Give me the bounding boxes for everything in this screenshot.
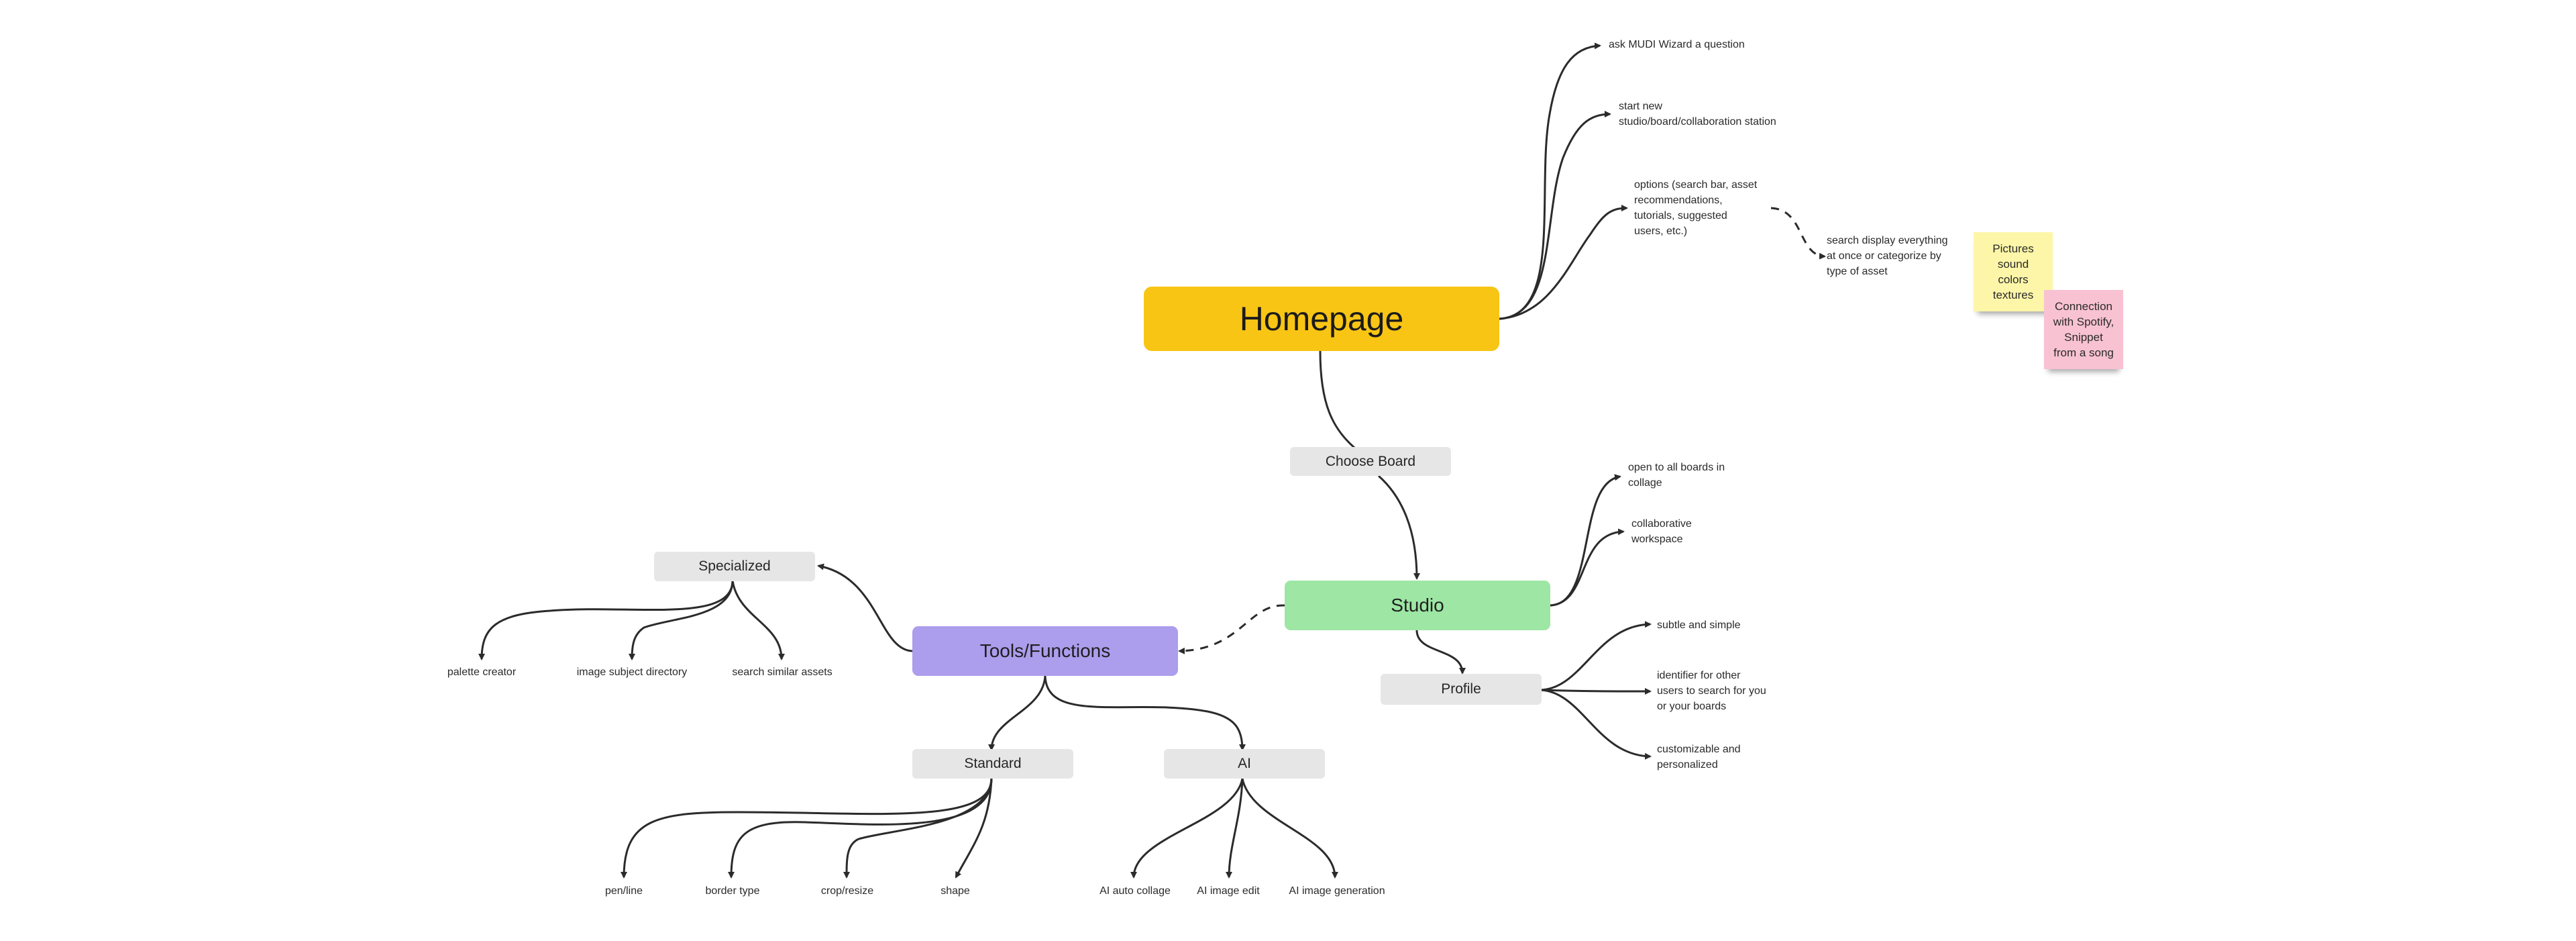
connector-tools-standard xyxy=(988,675,1046,751)
specialized-node[interactable]: Specialized xyxy=(654,552,815,581)
connector-specialized-directory xyxy=(629,580,734,660)
connector-profile-custom xyxy=(1540,689,1652,760)
connector-chooseboard-studio xyxy=(1378,475,1420,580)
connector-standard-shape xyxy=(955,778,993,879)
connector-specialized-palette xyxy=(478,580,734,660)
branch-customizable-label: customizable and personalized xyxy=(1657,744,1741,771)
tools-functions-node[interactable]: Tools/Functions xyxy=(912,626,1178,676)
connector-tools-specialized xyxy=(817,563,913,652)
homepage-node[interactable]: Homepage xyxy=(1144,287,1499,351)
branch-start-new[interactable]: start new studio/board/collaboration sta… xyxy=(1619,99,1776,130)
connector-homepage-ask xyxy=(1499,42,1601,320)
branch-open-boards-label: open to all boards in collage xyxy=(1628,462,1725,489)
connector-studio-profile xyxy=(1415,630,1466,675)
sticky-note-spotify[interactable]: Connection with Spotify, Snippet from a … xyxy=(2044,290,2123,369)
branch-identifier-label: identifier for other users to search for… xyxy=(1657,670,1766,712)
connector-profile-identifier xyxy=(1540,687,1652,695)
branch-options[interactable]: options (search bar, asset recommendatio… xyxy=(1634,177,1757,239)
leaf-ai-image-generation[interactable]: AI image generation xyxy=(1289,885,1385,897)
connector-tools-ai xyxy=(1044,675,1246,751)
branch-options-label: options (search bar, asset recommendatio… xyxy=(1634,179,1758,237)
leaf-search-similar-assets[interactable]: search similar assets xyxy=(732,666,833,678)
leaf-image-subject-directory[interactable]: image subject directory xyxy=(576,666,688,678)
profile-node[interactable]: Profile xyxy=(1381,674,1542,705)
connector-standard-crop xyxy=(843,778,993,879)
branch-customizable[interactable]: customizable and personalized xyxy=(1657,742,1741,773)
connector-standard-border xyxy=(728,778,993,879)
leaf-ai-auto-collage[interactable]: AI auto collage xyxy=(1099,885,1171,897)
connector-homepage-start xyxy=(1499,111,1611,320)
connector-options-search xyxy=(1770,207,1826,260)
branch-identifier[interactable]: identifier for other users to search for… xyxy=(1657,668,1766,714)
connector-profile-subtle xyxy=(1540,621,1652,691)
leaf-ai-image-edit[interactable]: AI image edit xyxy=(1197,885,1260,897)
branch-collab-workspace-label: collaborative workspace xyxy=(1631,518,1692,545)
branch-ask-wizard-label: ask MUDI Wizard a question xyxy=(1609,39,1745,50)
branch-subtle-simple[interactable]: subtle and simple xyxy=(1657,617,1741,633)
ai-node[interactable]: AI xyxy=(1164,749,1325,779)
connector-studio-collab xyxy=(1550,528,1625,607)
leaf-border-type[interactable]: border type xyxy=(705,885,760,897)
branch-collab-workspace[interactable]: collaborative workspace xyxy=(1631,516,1692,547)
connector-specialized-similar xyxy=(731,580,785,660)
standard-node[interactable]: Standard xyxy=(912,749,1073,779)
sticky-note-spotify-text: Connection with Spotify, Snippet from a … xyxy=(2053,300,2114,359)
connector-standard-pen xyxy=(621,778,993,879)
connector-ai-generation xyxy=(1241,778,1338,879)
search-display-note-label: search display everything at once or cat… xyxy=(1827,235,1948,277)
leaf-shape[interactable]: shape xyxy=(941,885,970,897)
search-display-note[interactable]: search display everything at once or cat… xyxy=(1827,233,1948,279)
choose-board-node[interactable]: Choose Board xyxy=(1290,447,1451,476)
connector-homepage-chooseboard xyxy=(1319,350,1359,452)
leaf-palette-creator[interactable]: palette creator xyxy=(447,666,517,678)
sticky-note-asset-types-text: Pictures sound colors textures xyxy=(1992,242,2034,301)
leaf-pen-line[interactable]: pen/line xyxy=(604,885,643,897)
branch-open-boards[interactable]: open to all boards in collage xyxy=(1628,460,1725,491)
connector-homepage-options xyxy=(1499,205,1628,320)
sticky-note-asset-types[interactable]: Pictures sound colors textures xyxy=(1974,232,2053,311)
connector-studio-openboards xyxy=(1550,474,1621,607)
connector-studio-tools xyxy=(1178,604,1285,654)
connector-ai-collage xyxy=(1130,778,1244,879)
branch-ask-wizard[interactable]: ask MUDI Wizard a question xyxy=(1609,37,1745,52)
branch-start-new-label: start new studio/board/collaboration sta… xyxy=(1619,101,1776,128)
studio-node[interactable]: Studio xyxy=(1285,581,1550,630)
leaf-crop-resize[interactable]: crop/resize xyxy=(820,885,874,897)
connector-ai-edit xyxy=(1226,778,1244,879)
branch-subtle-simple-label: subtle and simple xyxy=(1657,620,1741,631)
